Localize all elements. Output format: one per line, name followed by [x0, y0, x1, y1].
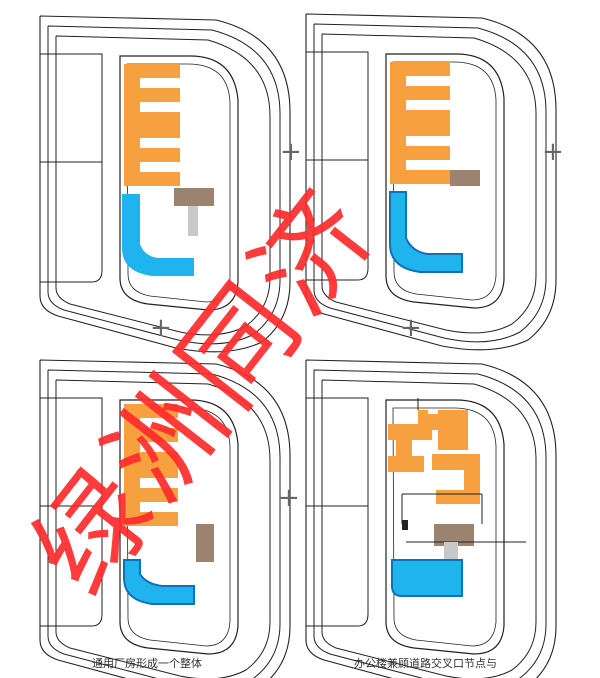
factory-block [390, 62, 450, 124]
caption-left: 通用厂房形成一个整体 [92, 657, 202, 670]
annex-block [450, 170, 480, 186]
factory-block [124, 124, 180, 186]
panel-bottom-right [305, 359, 557, 678]
office-block [391, 559, 463, 597]
annex-block [196, 524, 214, 562]
factory-block [418, 410, 468, 450]
annex-block [434, 524, 474, 546]
plus-sign: + [278, 483, 300, 513]
factory-block [388, 424, 432, 472]
caption-right: 办公楼兼顾道路交叉口节点与 [354, 657, 497, 670]
factory-block [124, 64, 180, 126]
plus-sign: + [400, 313, 422, 343]
panel-top-right [305, 13, 557, 351]
panel-top-left [39, 15, 291, 353]
annex-block [174, 188, 214, 206]
plus-sign: + [150, 313, 172, 343]
plus-sign: + [542, 137, 564, 167]
office-block [389, 191, 463, 273]
plus-sign: + [280, 137, 302, 167]
connector [188, 206, 198, 236]
panel-bottom-left [39, 359, 291, 678]
factory-block [124, 404, 178, 466]
office-block [122, 194, 194, 276]
factory-block [432, 454, 480, 504]
connector [401, 493, 483, 524]
factory-block [124, 464, 178, 526]
office-block [123, 559, 195, 605]
factory-block [390, 122, 450, 184]
